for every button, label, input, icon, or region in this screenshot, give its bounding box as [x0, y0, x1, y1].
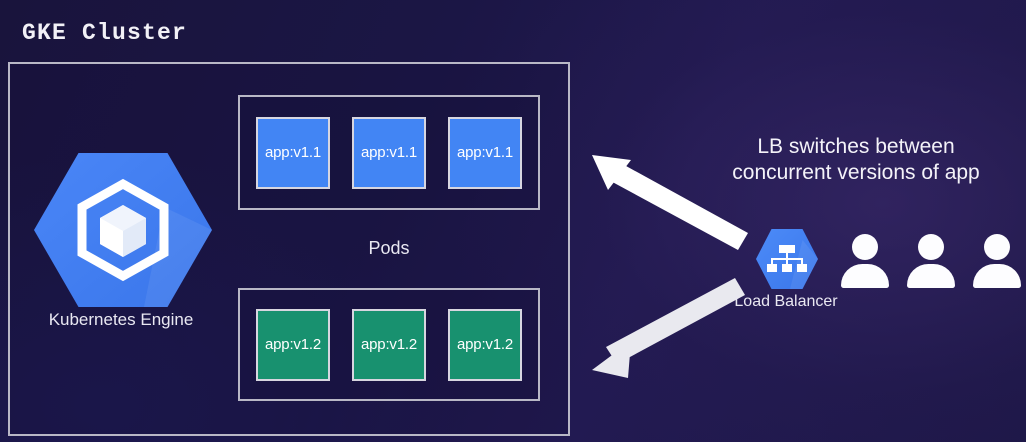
pod-group-v1-1: app:v1.1 app:v1.1 app:v1.1 [238, 95, 540, 210]
users-group [840, 234, 1022, 288]
kubernetes-engine-label: Kubernetes Engine [48, 310, 194, 329]
kubernetes-engine-node: Kubernetes Engine [26, 150, 216, 335]
user-head [918, 234, 944, 260]
lb-callout-line2: concurrent versions of app [732, 161, 980, 184]
page-title: GKE Cluster [22, 20, 188, 46]
pod-item: app:v1.1 [448, 116, 522, 189]
pod-item: app:v1.2 [352, 308, 426, 381]
load-balancer-label: Load Balancer [734, 292, 838, 312]
user-body [907, 264, 955, 288]
pod-item: app:v1.2 [448, 308, 522, 381]
pod-group-v1-2: app:v1.2 app:v1.2 app:v1.2 [238, 288, 540, 401]
arrow-to-v1-2 [592, 278, 745, 378]
load-balancer-label-line2: Balancer [774, 293, 838, 310]
lb-callout-text: LB switches between concurrent versions … [686, 134, 1026, 186]
user-body [973, 264, 1021, 288]
user-body [841, 264, 889, 288]
load-balancer-label-line1: Load [734, 293, 770, 310]
user-person-icon [906, 234, 956, 288]
lb-callout-line1: LB switches between [757, 135, 955, 158]
kubernetes-engine-hexagon-icon [34, 150, 212, 310]
pod-item: app:v1.1 [256, 116, 330, 189]
user-head [984, 234, 1010, 260]
user-person-icon [840, 234, 890, 288]
user-person-icon [972, 234, 1022, 288]
pods-label: Pods [368, 238, 410, 258]
pod-item: app:v1.1 [352, 116, 426, 189]
pod-item: app:v1.2 [256, 308, 330, 381]
load-balancer-node: Load Balancer [734, 228, 838, 343]
load-balancer-hierarchy-icon [756, 228, 818, 290]
user-head [852, 234, 878, 260]
